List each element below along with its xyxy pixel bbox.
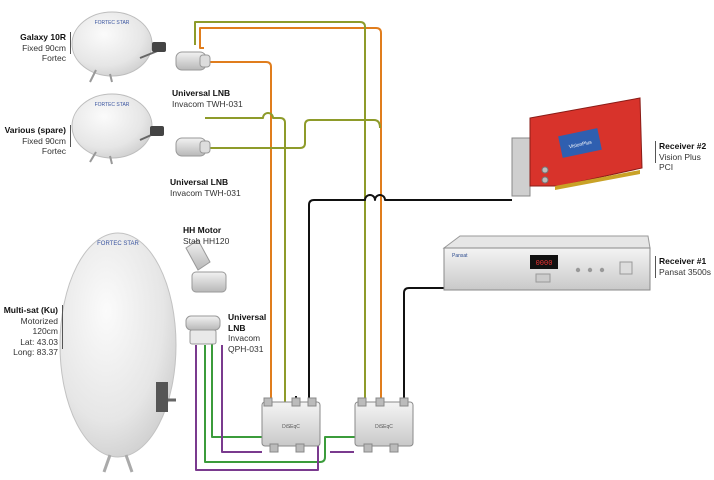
label-receiver1-title: Receiver #1: [659, 256, 707, 266]
label-lnb3-line2: QPH-031: [228, 343, 264, 354]
label-various-rule: [70, 125, 71, 147]
label-galaxy-rule: [70, 32, 71, 54]
label-lnb2: Universal LNB Invacom TWH-031: [170, 177, 241, 198]
cable-olive-lnb1-switch2: [194, 21, 366, 402]
label-lnb2-title: Universal LNB: [170, 177, 229, 187]
label-receiver2-rule: [655, 141, 656, 163]
svg-text:FORTEC STAR: FORTEC STAR: [95, 20, 130, 26]
galaxy-dish-icon: FORTEC STAR: [71, 11, 166, 83]
cable-purple-lnb3-switch1: [195, 345, 319, 471]
lnb2-icon: [175, 137, 211, 157]
label-various-sub: Fixed 90cm Fortec: [22, 135, 66, 157]
label-multisat-line3: Long: 83.37: [13, 347, 58, 357]
svg-text:Pansat: Pansat: [452, 253, 468, 259]
label-multisat-line1: Motorized 120cm: [20, 315, 58, 337]
label-multisat-rule: [62, 305, 63, 349]
label-lnb1: Universal LNB Invacom TWH-031: [172, 88, 243, 109]
label-receiver2: Receiver #2 Vision Plus PCI: [659, 141, 714, 173]
label-receiver1-rule: [655, 256, 656, 278]
label-motor-sub: Stab HH120: [183, 235, 230, 246]
cables: [194, 21, 512, 471]
label-multisat-title: Multi-sat (Ku): [3, 305, 58, 315]
set-top-box-icon: 0000 Pansat: [442, 235, 651, 291]
svg-text:0000: 0000: [536, 260, 553, 268]
label-galaxy-title: Galaxy 10R: [20, 32, 66, 42]
label-lnb3-title: Universal: [228, 312, 267, 322]
label-lnb1-title: Universal LNB: [172, 88, 231, 98]
pci-card-icon: VisionPlus: [511, 97, 643, 197]
cable-olive-lnb2-switch2: [205, 119, 381, 149]
label-lnb1-sub: Invacom TWH-031: [172, 98, 243, 109]
cable-green-lnb3-switch2: [204, 345, 355, 463]
svg-text:VisionPlus: VisionPlus: [568, 140, 592, 151]
lnb1-icon: [175, 51, 211, 71]
cable-purple-lnb3-switch2: [221, 345, 354, 453]
diseqc-switch-1-icon: DiSEqC: [261, 397, 321, 453]
label-galaxy: Galaxy 10R Fixed 90cm Fortec: [0, 32, 66, 64]
motor-icon: [185, 239, 227, 293]
label-multisat: Multi-sat (Ku) Motorized 120cm Lat: 43.0…: [0, 305, 58, 358]
cable-green-lnb3-switch1: [211, 340, 262, 438]
label-lnb2-sub: Invacom TWH-031: [170, 187, 241, 198]
various-dish-icon: FORTEC STAR: [71, 93, 164, 165]
cable-black-receiver2: [308, 194, 512, 402]
label-various-title: Various (spare): [4, 125, 66, 135]
cable-olive-lnb2-switch1: [205, 112, 286, 402]
svg-text:FORTEC STAR: FORTEC STAR: [97, 241, 139, 247]
label-lnb3-title2: LNB: [228, 322, 246, 333]
label-receiver1: Receiver #1 Pansat 3500s: [659, 256, 711, 277]
svg-text:DiSEqC: DiSEqC: [282, 424, 300, 430]
cable-orange-lnb1-switch1: [206, 61, 272, 402]
label-lnb3: Universal LNB Invacom QPH-031: [228, 312, 266, 354]
svg-text:DiSEqC: DiSEqC: [375, 424, 393, 430]
label-various: Various (spare) Fixed 90cm Fortec: [0, 125, 66, 157]
svg-text:FORTEC STAR: FORTEC STAR: [95, 102, 130, 108]
diseqc-switch-2-icon: DiSEqC: [354, 397, 414, 453]
label-receiver1-sub: Pansat 3500s: [659, 266, 711, 277]
label-receiver2-sub: Vision Plus PCI: [659, 151, 701, 173]
cable-orange-lnb1-switch2: [199, 27, 382, 402]
label-receiver2-title: Receiver #2: [659, 141, 707, 151]
label-galaxy-sub: Fixed 90cm Fortec: [22, 42, 66, 64]
label-lnb3-line1: Invacom: [228, 333, 261, 343]
multisat-dish-icon: FORTEC STAR: [59, 232, 177, 473]
cable-black-receiver1: [403, 287, 444, 402]
label-motor-title: HH Motor: [183, 225, 222, 235]
lnb3-icon: [185, 315, 221, 345]
label-multisat-line2: Lat: 43.03: [20, 336, 58, 347]
label-motor: HH Motor Stab HH120: [183, 225, 229, 246]
